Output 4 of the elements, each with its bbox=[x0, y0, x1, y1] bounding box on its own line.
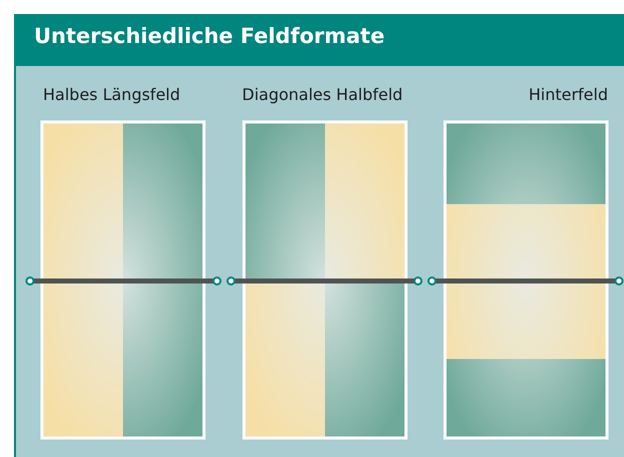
title: Unterschiedliche Feldformate bbox=[34, 24, 385, 48]
court-label: Diagonales Halbfeld bbox=[242, 85, 403, 104]
court-label: Halbes Längsfeld bbox=[43, 85, 180, 104]
court-label: Hinterfeld bbox=[528, 85, 608, 104]
